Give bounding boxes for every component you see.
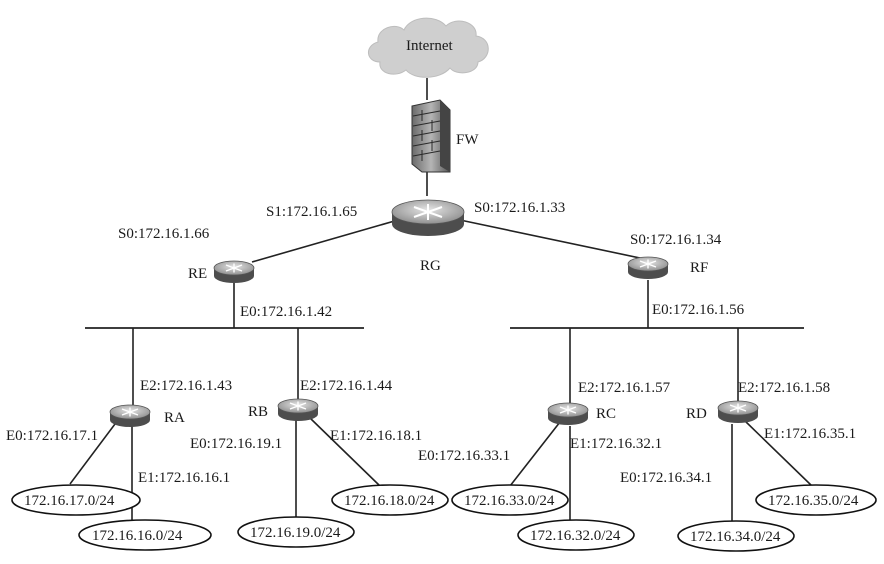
rd-e1-label: E1:172.16.35.1 [764,426,856,442]
internet-cloud-icon: Internet [368,17,489,78]
network-label: 172.16.19.0/24 [250,525,341,541]
network-172-16-17: 172.16.17.0/24 [11,484,141,516]
network-172-16-16: 172.16.16.0/24 [78,519,212,551]
rb-e2-label: E2:172.16.1.44 [300,378,393,394]
router-re-label: RE [188,266,207,282]
network-label: 172.16.16.0/24 [92,528,183,544]
rc-e2-label: E2:172.16.1.57 [578,380,671,396]
internet-label: Internet [406,38,453,54]
rd-e2-label: E2:172.16.1.58 [738,380,830,396]
rb-e1-label: E1:172.16.18.1 [330,428,422,444]
network-172-16-34: 172.16.34.0/24 [677,520,795,552]
network-172-16-32: 172.16.32.0/24 [517,519,635,551]
re-e0-label: E0:172.16.1.42 [240,304,332,320]
router-ra-icon [109,404,151,428]
router-rg-label: RG [420,258,441,274]
ra-e2-label: E2:172.16.1.43 [140,378,232,394]
router-rb-icon [277,398,319,422]
router-rg-icon [391,199,465,237]
router-rf-icon [627,256,669,280]
rc-e1-label: E1:172.16.32.1 [570,436,662,452]
router-rd-icon [717,400,759,424]
firewall-icon: FW [411,99,479,173]
network-label: 172.16.18.0/24 [344,493,435,509]
rg-s1-label: S1:172.16.1.65 [266,204,357,220]
ra-e0-label: E0:172.16.17.1 [6,428,98,444]
router-rc-label: RC [596,406,616,422]
network-label: 172.16.34.0/24 [690,529,781,545]
re-s0-label: S0:172.16.1.66 [118,226,210,242]
router-re-icon [213,260,255,284]
network-label: 172.16.33.0/24 [464,493,555,509]
firewall-label: FW [456,132,479,148]
interface-labels: S1:172.16.1.65 S0:172.16.1.33 S0:172.16.… [6,200,856,486]
ra-e1-label: E1:172.16.16.1 [138,470,230,486]
network-172-16-19: 172.16.19.0/24 [237,516,355,548]
router-rf-label: RF [690,260,708,276]
network-label: 172.16.17.0/24 [24,493,115,509]
network-172-16-35: 172.16.35.0/24 [755,484,877,516]
rc-e0-label: E0:172.16.33.1 [418,448,510,464]
router-ra-label: RA [164,410,185,426]
rd-e0-label: E0:172.16.34.1 [620,470,712,486]
network-172-16-18: 172.16.18.0/24 [331,484,449,516]
router-rd-label: RD [686,406,707,422]
network-172-16-33: 172.16.33.0/24 [451,484,569,516]
network-label: 172.16.35.0/24 [768,493,859,509]
rf-e0-label: E0:172.16.1.56 [652,302,745,318]
network-label: 172.16.32.0/24 [530,528,621,544]
rg-s0-label: S0:172.16.1.33 [474,200,565,216]
rf-s0-label: S0:172.16.1.34 [630,232,722,248]
router-rc-icon [547,402,589,426]
rb-e0-label: E0:172.16.19.1 [190,436,282,452]
router-rb-label: RB [248,404,268,420]
